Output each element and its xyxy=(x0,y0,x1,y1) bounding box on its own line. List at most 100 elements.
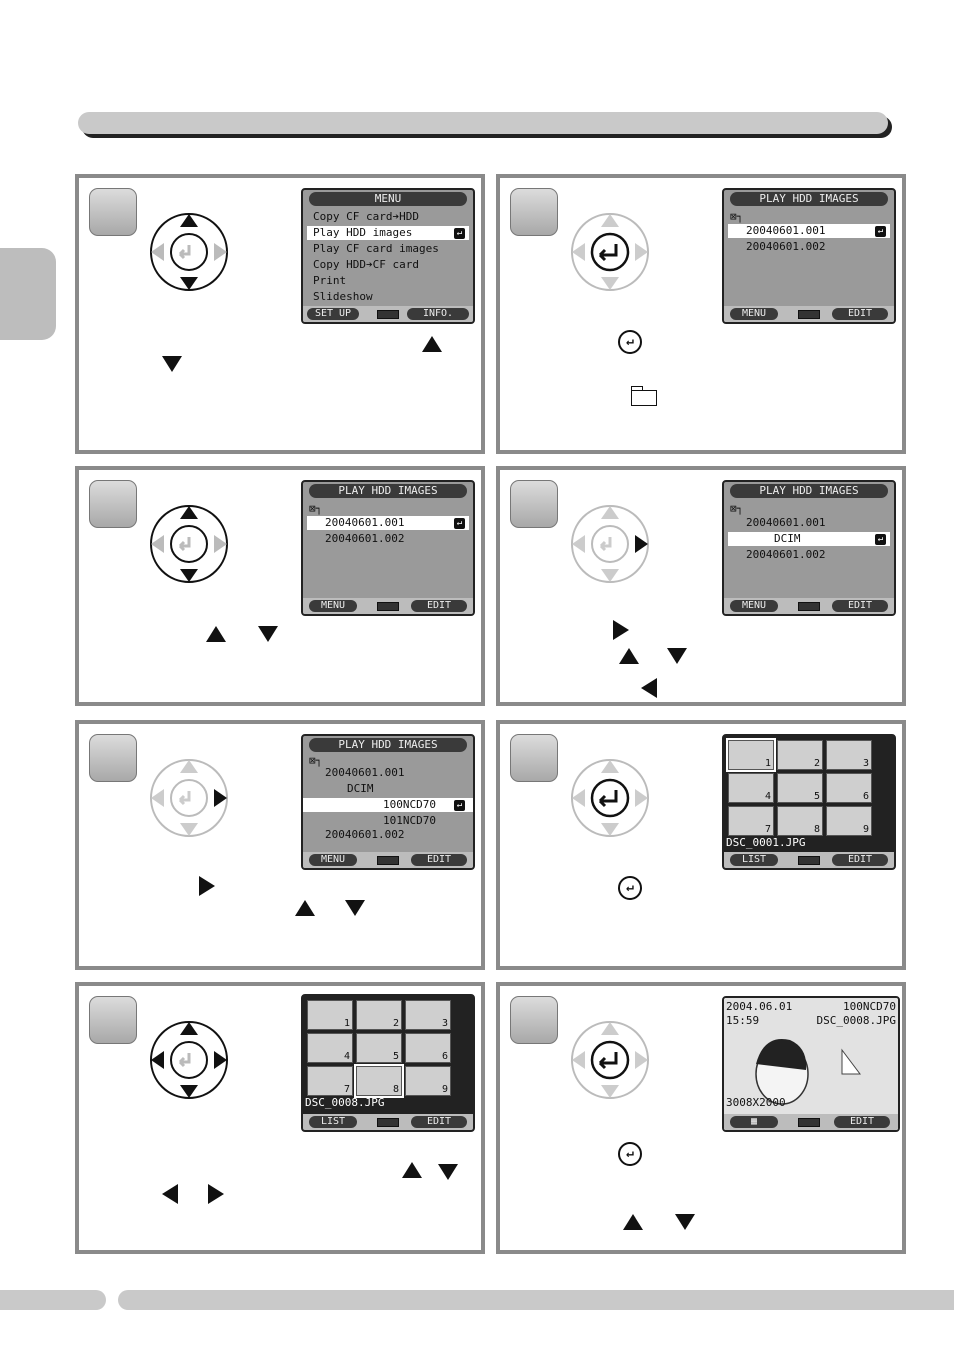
up-arrow-icon xyxy=(206,626,226,642)
multi-selector-enter-icon xyxy=(571,759,649,837)
step-number-badge xyxy=(89,996,137,1044)
root-icon: ⊠┐ xyxy=(730,502,744,515)
lcd-right-label: EDIT xyxy=(411,1116,467,1128)
thumbnail: 1 xyxy=(307,1000,353,1030)
camera-lcd-folders: PLAY HDD IMAGES ⊠┐ 20040601.001 DCIM ↵ 2… xyxy=(722,480,896,616)
right-arrow-icon xyxy=(613,620,629,640)
camera-lcd-folders: PLAY HDD IMAGES ⊠┐ 20040601.001 ↵ 200406… xyxy=(722,188,896,324)
down-arrow-icon xyxy=(438,1164,458,1180)
menu-item: Play CF card images xyxy=(313,242,439,255)
left-arrow-icon xyxy=(162,1184,178,1204)
camera-lcd-folders: PLAY HDD IMAGES ⊠┐ 20040601.001 ↵ 200406… xyxy=(301,480,475,616)
step-panel-8: 2004.06.01 100NCD70 15:59 DSC_0008.JPG 3… xyxy=(496,982,906,1254)
enter-icon: ↵ xyxy=(454,228,465,239)
step-panel-4: PLAY HDD IMAGES ⊠┐ 20040601.001 DCIM ↵ 2… xyxy=(496,466,906,706)
thumbnail: 4 xyxy=(307,1033,353,1063)
thumbnail: 5 xyxy=(777,773,823,803)
multi-selector-four-way-icon xyxy=(150,1021,228,1099)
lcd-left-label: LIST xyxy=(309,1116,357,1128)
thumbnail: 6 xyxy=(405,1033,451,1063)
menu-item-selected: Play HDD images xyxy=(307,226,469,240)
lcd-right-label: EDIT xyxy=(832,600,888,612)
lcd-left-label: MENU xyxy=(309,600,357,612)
folder-row-selected: DCIM xyxy=(728,532,890,546)
camera-lcd-folders: PLAY HDD IMAGES ⊠┐ 20040601.001 DCIM 100… xyxy=(301,734,475,870)
folder-row: DCIM xyxy=(347,782,374,795)
battery-icon xyxy=(798,1118,820,1127)
thumbnail: 5 xyxy=(356,1033,402,1063)
footer-bar-right xyxy=(118,1290,954,1310)
step-number-badge xyxy=(510,480,558,528)
folder-icon xyxy=(631,386,657,406)
up-arrow-icon xyxy=(619,648,639,664)
camera-lcd-menu: MENU Copy CF card➔HDD Play HDD images ↵ … xyxy=(301,188,475,324)
lcd-title: PLAY HDD IMAGES xyxy=(730,484,888,498)
thumbnail: 8 xyxy=(777,806,823,836)
thumbnail-grid: 1 2 3 4 5 6 7 8 9 xyxy=(726,738,872,836)
step-number-badge xyxy=(89,188,137,236)
portrait-photo xyxy=(724,998,898,1130)
lcd-right-label: EDIT xyxy=(832,854,888,866)
chapter-side-tab xyxy=(0,248,56,340)
folder-row: 20040601.002 xyxy=(746,240,826,253)
lcd-bottom-bar: LIST EDIT xyxy=(724,852,894,868)
step-panel-1: MENU Copy CF card➔HDD Play HDD images ↵ … xyxy=(75,174,485,454)
time-text: 15:59 xyxy=(726,1014,760,1027)
folder-row-selected: 20040601.001 xyxy=(307,516,469,530)
thumbnail-grid: 1 2 3 4 5 6 7 8 9 xyxy=(307,1000,451,1098)
down-arrow-icon xyxy=(667,648,687,664)
step-number-badge xyxy=(89,734,137,782)
thumbnail: 6 xyxy=(826,773,872,803)
thumbnail: 7 xyxy=(307,1066,353,1096)
multi-selector-enter-icon xyxy=(571,1021,649,1099)
thumbnail-view-icon: ▦ xyxy=(730,1116,778,1128)
right-arrow-icon xyxy=(199,876,215,896)
step-number-badge xyxy=(510,188,558,236)
folder-row-selected: 100NCD70 xyxy=(303,798,473,812)
multi-selector-up-down-icon xyxy=(150,213,228,291)
folder-row: 20040601.001 xyxy=(325,766,405,779)
thumbnail: 2 xyxy=(777,740,823,770)
thumbnail: 9 xyxy=(826,806,872,836)
down-arrow-icon xyxy=(675,1214,695,1230)
menu-item: Slideshow xyxy=(313,290,373,303)
lcd-right-label: EDIT xyxy=(832,308,888,320)
thumbnail: 2 xyxy=(356,1000,402,1030)
lcd-right-label: EDIT xyxy=(411,600,467,612)
right-arrow-icon xyxy=(208,1184,224,1204)
lcd-left-label: MENU xyxy=(730,308,778,320)
up-arrow-icon xyxy=(623,1214,643,1230)
multi-selector-right-icon xyxy=(150,759,228,837)
folder-row: 20040601.001 xyxy=(746,516,826,529)
footer-bar-left xyxy=(0,1290,106,1310)
date-text: 2004.06.01 xyxy=(726,1000,793,1013)
lcd-bottom-bar: MENU EDIT xyxy=(724,598,894,614)
camera-lcd-full-image: 2004.06.01 100NCD70 15:59 DSC_0008.JPG 3… xyxy=(722,996,900,1132)
folder-row: 20040601.002 xyxy=(746,548,826,561)
down-arrow-icon xyxy=(258,626,278,642)
step-panel-6: 1 2 3 4 5 6 7 8 9 DSC_0001.JPG LIST EDIT… xyxy=(496,720,906,970)
lcd-bottom-bar: LIST EDIT xyxy=(303,1114,473,1130)
up-arrow-icon xyxy=(422,336,442,352)
camera-lcd-thumbnails: 1 2 3 4 5 6 7 8 9 DSC_0008.JPG LIST EDIT xyxy=(301,994,475,1132)
lcd-title: PLAY HDD IMAGES xyxy=(309,484,467,498)
image-size: 3008X2000 xyxy=(726,1096,786,1109)
lcd-right-label: EDIT xyxy=(834,1116,890,1128)
multi-selector-up-down-icon xyxy=(150,505,228,583)
battery-icon xyxy=(377,856,399,865)
step-panel-7: 1 2 3 4 5 6 7 8 9 DSC_0008.JPG LIST EDIT xyxy=(75,982,485,1254)
folder-row-selected: 20040601.001 xyxy=(728,224,890,238)
enter-icon: ↵ xyxy=(875,534,886,545)
lcd-left-label: MENU xyxy=(309,854,357,866)
folder-row: 101NCD70 xyxy=(383,814,436,827)
step-panel-5: PLAY HDD IMAGES ⊠┐ 20040601.001 DCIM 100… xyxy=(75,720,485,970)
down-arrow-icon xyxy=(345,900,365,916)
lcd-bottom-bar: SET UP INFO. xyxy=(303,306,473,322)
step-number-badge xyxy=(510,734,558,782)
menu-item: Print xyxy=(313,274,347,287)
battery-icon xyxy=(798,310,820,319)
menu-item: Copy HDD➔CF card xyxy=(313,258,419,271)
up-arrow-icon xyxy=(295,900,315,916)
step-panel-2: PLAY HDD IMAGES ⊠┐ 20040601.001 ↵ 200406… xyxy=(496,174,906,454)
battery-icon xyxy=(377,310,399,319)
